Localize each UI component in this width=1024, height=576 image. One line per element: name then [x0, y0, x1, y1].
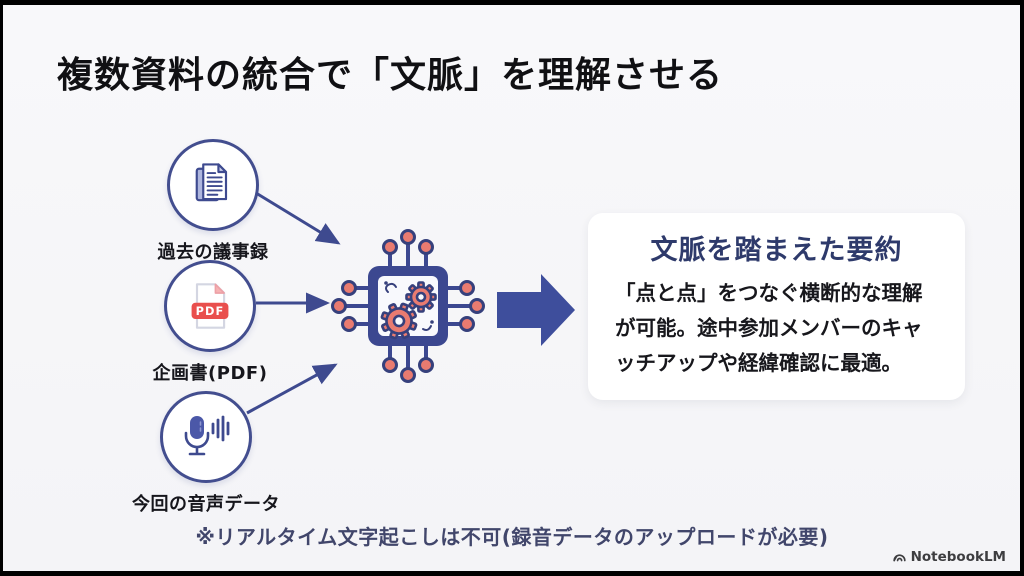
arrow-minutes-to-chip [255, 191, 341, 245]
pdf-circle: PDF [164, 260, 256, 352]
audio-circle [160, 391, 252, 483]
microphone-icon [178, 412, 234, 462]
svg-text:PDF: PDF [196, 304, 225, 318]
result-card: 文脈を踏まえた要約 「点と点」をつなぐ横断的な理解が可能。途中参加メンバーのキャ… [588, 213, 965, 400]
big-right-arrow [495, 268, 580, 353]
result-body: 「点と点」をつなぐ横断的な理解が可能。途中参加メンバーのキャッチアップや経緯確認… [615, 281, 923, 375]
slide-title: 複数資料の統合で「文脈」を理解させる [57, 55, 724, 96]
brand-name: NotebookLM [910, 549, 1006, 565]
arrow-audio-to-chip [246, 363, 338, 415]
brand-watermark: NotebookLM [892, 549, 1006, 565]
pdf-file-icon: PDF [184, 280, 236, 332]
source-label-proposal-pdf: 企画書(PDF) [152, 363, 268, 384]
source-item-audio: 今回の音声データ [118, 391, 294, 516]
result-title: 文脈を踏まえた要約 [650, 235, 903, 266]
footnote: ※リアルタイム文字起こしは不可(録音データのアップロードが必要) [195, 525, 829, 549]
source-item-proposal-pdf: PDF 企画書(PDF) [122, 260, 298, 385]
minutes-circle [167, 139, 259, 231]
sound-wave-bars [211, 415, 230, 442]
cpu-chip-icon [328, 226, 488, 386]
document-stack-icon [187, 159, 239, 211]
source-label-minutes: 過去の議事録 [157, 242, 269, 263]
notebooklm-logo-icon [892, 550, 907, 564]
source-label-audio: 今回の音声データ [132, 494, 280, 515]
source-item-minutes: 過去の議事録 [125, 139, 301, 264]
